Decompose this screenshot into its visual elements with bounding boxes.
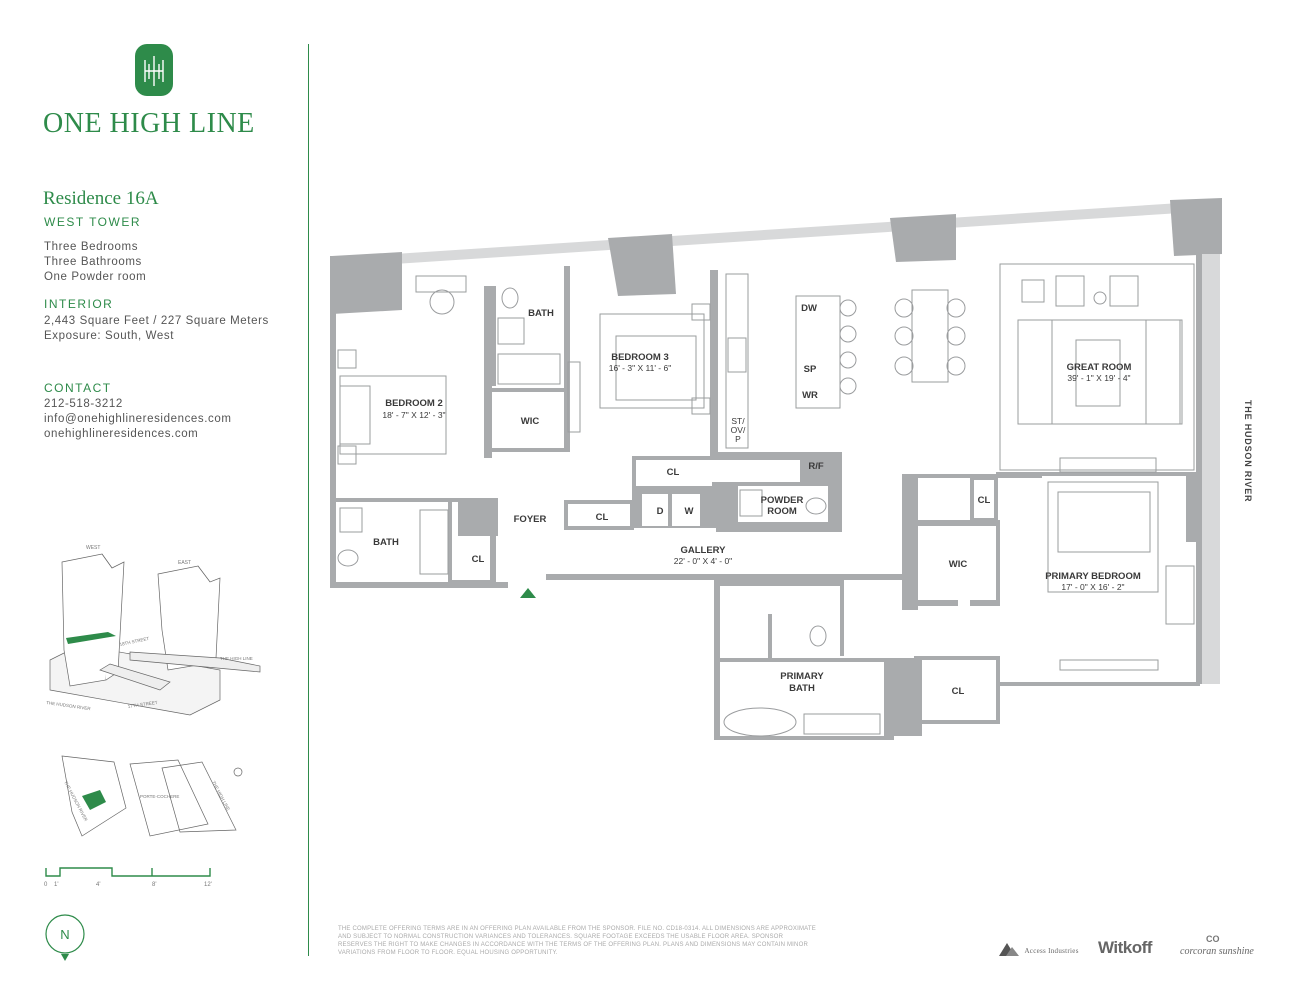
porte-cochere-label: PORTE-COCHERE — [140, 794, 179, 799]
great-room-label: GREAT ROOM — [1067, 362, 1132, 373]
washer-label: W — [685, 506, 694, 517]
witkoff-logo: Witkoff — [1098, 938, 1152, 957]
gallery-label: GALLERY — [680, 545, 726, 556]
primary-bedroom-dim: 17' - 0" X 16' - 2" — [1061, 582, 1124, 592]
great-room-dim: 39' - 1" X 19' - 4" — [1067, 373, 1130, 383]
site-map: THE HUDSON RIVER PORTE-COCHERE THE HIGH … — [61, 755, 243, 837]
contact-label: CONTACT — [44, 381, 112, 395]
powder-room-label-1: POWDER — [761, 495, 804, 506]
dryer-label: D — [657, 506, 664, 517]
high-line-label: THE HIGH LINE — [220, 656, 253, 661]
oven-label: OV/ — [731, 425, 746, 435]
floor-plan: BEDROOM 2 18' - 7" X 12' - 3" BEDROOM 3 … — [330, 198, 1222, 740]
corcoran-sunshine-logo: corcoran sunshine — [1180, 946, 1254, 957]
street-17-label: 17TH STREET — [127, 700, 158, 709]
cl-kitchen-label: CL — [667, 467, 680, 478]
bedroom2-dim: 18' - 7" X 12' - 3" — [382, 410, 445, 420]
contact-website[interactable]: onehighlineresidences.com — [44, 428, 199, 440]
corcoran-mark-icon: CO — [1206, 934, 1220, 944]
cl-primary-label: CL — [978, 495, 991, 506]
contact-email[interactable]: info@onehighlineresidences.com — [44, 413, 232, 425]
north-compass-icon: N — [45, 914, 85, 961]
cl-gallery-label: CL — [596, 512, 609, 523]
scale-tick-4: 4' — [96, 882, 100, 888]
scale-tick-0: 0 — [44, 882, 48, 888]
sink-prep-label: SP — [804, 364, 817, 375]
interior-label: INTERIOR — [44, 297, 114, 311]
cl-left-label: CL — [472, 554, 485, 565]
powder-room-label-2: ROOM — [767, 506, 797, 517]
bedroom2-label: BEDROOM 2 — [385, 398, 443, 409]
primary-bedroom-label: PRIMARY BEDROOM — [1045, 571, 1141, 582]
bedroom3-dim: 16' - 3" X 11' - 6" — [609, 363, 672, 373]
refrigerator-label: R/F — [808, 461, 824, 472]
access-industries-text: Access Industries — [1024, 947, 1079, 955]
tower-east-label: EAST — [178, 560, 191, 566]
access-industries-logo: Access Industries — [998, 940, 1079, 958]
tower-hudson-label: THE HUDSON RIVER — [46, 700, 92, 711]
site-high-line-label: THE HIGH LINE — [211, 780, 231, 811]
site-compass-icon — [233, 767, 243, 777]
tower-west-label: WEST — [86, 545, 100, 551]
bath-left-label: BATH — [373, 537, 399, 548]
room-labels: BEDROOM 2 18' - 7" X 12' - 3" BEDROOM 3 … — [373, 303, 1141, 697]
pantry-label: P — [735, 434, 741, 444]
legal-disclaimer: THE COMPLETE OFFERING TERMS ARE IN AN OF… — [338, 926, 816, 956]
wic-right-label: WIC — [949, 559, 968, 570]
plan-furniture — [337, 263, 1195, 737]
interior-exposure: Exposure: South, West — [44, 330, 175, 342]
stove-label: ST/ — [731, 416, 745, 426]
primary-bath-label-1: PRIMARY — [780, 671, 824, 682]
info-sidebar: ONE HIGH LINE Residence 16A WEST TOWER T… — [0, 0, 308, 1000]
tower-axonometric-diagram: WEST EAST 18TH STREET THE HIGH LINE 17TH… — [46, 545, 261, 716]
north-label: N — [60, 927, 69, 942]
interior-area: 2,443 Square Feet / 227 Square Meters — [44, 315, 269, 327]
scale-tick-12: 12' — [204, 882, 212, 888]
bedroom3-label: BEDROOM 3 — [611, 352, 669, 363]
feature-bathrooms: Three Bathrooms — [44, 256, 142, 268]
brand-name: ONE HIGH LINE — [43, 108, 255, 139]
feature-powder: One Powder room — [44, 271, 147, 283]
cl-bottom-label: CL — [952, 686, 965, 697]
tower-name: WEST TOWER — [44, 215, 142, 229]
plan-walls — [330, 198, 1222, 740]
sidebar-divider — [308, 44, 309, 956]
gallery-dim: 22' - 0" X 4' - 0" — [674, 556, 732, 566]
contact-phone[interactable]: 212-518-3212 — [44, 398, 123, 410]
foyer-label: FOYER — [514, 514, 547, 525]
entry-arrow-icon — [520, 588, 536, 598]
residence-title: Residence 16A — [43, 188, 159, 209]
scale-tick-1: 1' — [54, 882, 58, 888]
wic-left-label: WIC — [521, 416, 540, 427]
scale-tick-8: 8' — [152, 882, 156, 888]
scale-bar: 0 1' 4' 8' 12' — [44, 867, 212, 888]
dishwasher-label: DW — [801, 303, 817, 314]
primary-bath-label-2: BATH — [789, 683, 815, 694]
wine-refrigerator-label: WR — [802, 390, 818, 401]
site-hudson-label: THE HUDSON RIVER — [63, 780, 89, 823]
bath-top-label: BATH — [528, 308, 554, 319]
one-high-line-monogram-icon — [135, 44, 173, 96]
street-18-label: 18TH STREET — [119, 636, 150, 647]
access-industries-mark-icon — [999, 942, 1019, 956]
feature-bedrooms: Three Bedrooms — [44, 241, 139, 253]
hudson-river-label: THE HUDSON RIVER — [1243, 400, 1253, 503]
